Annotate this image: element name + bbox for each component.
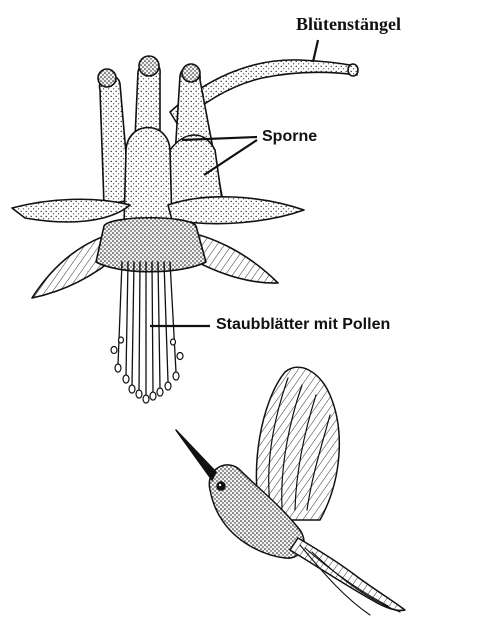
hummingbird-beak bbox=[176, 430, 216, 480]
fuchsia-flower bbox=[12, 56, 358, 403]
leader-stalk bbox=[313, 40, 318, 62]
floral-tube bbox=[124, 128, 172, 226]
hummingbird-eye bbox=[217, 482, 225, 490]
label-spurs: Sporne bbox=[262, 128, 317, 146]
hummingbird-tail bbox=[290, 538, 405, 611]
pollen-anthers bbox=[111, 337, 183, 403]
label-stamens-with-pollen: Staubblätter mit Pollen bbox=[216, 316, 390, 334]
sepal-left bbox=[12, 199, 130, 222]
corolla bbox=[96, 218, 206, 272]
label-flower-stalk: Blütenstängel bbox=[296, 14, 401, 35]
hummingbird bbox=[176, 367, 405, 615]
sepal-right bbox=[168, 197, 304, 224]
